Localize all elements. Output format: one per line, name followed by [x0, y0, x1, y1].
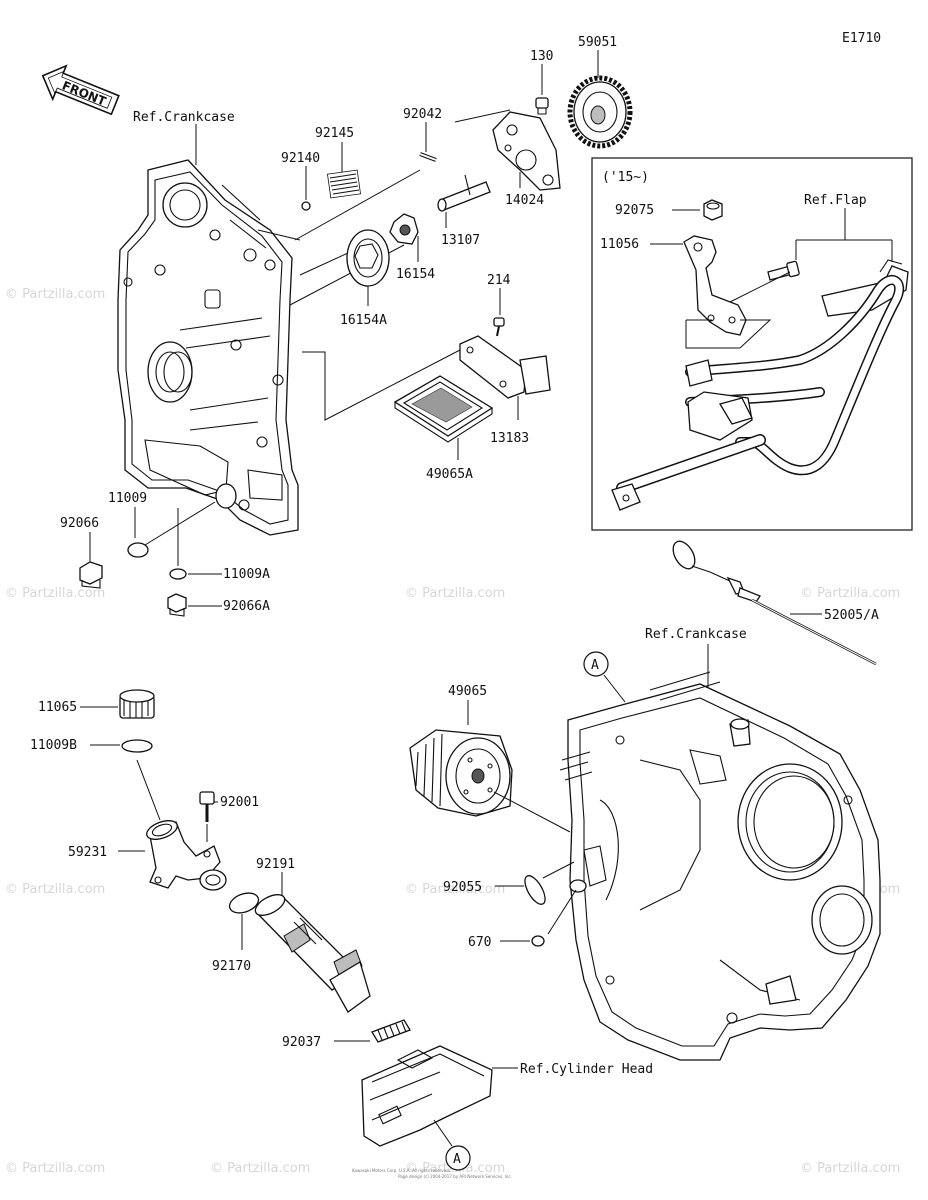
- nut-92075: [703, 199, 723, 221]
- flap-assembly: [611, 259, 909, 511]
- part-label-16154A: 16154A: [340, 313, 387, 328]
- strainer-49065A: [393, 375, 494, 443]
- filler-neck-59231: [146, 820, 227, 891]
- screw-214: [493, 317, 505, 337]
- callout-a-top-letter: A: [591, 658, 599, 673]
- plug-92066A: [167, 593, 187, 617]
- part-label-92055: 92055: [443, 880, 482, 895]
- part-label-92170: 92170: [212, 959, 251, 974]
- bolt-130: [535, 97, 549, 115]
- cylinder-head-ref: [361, 1045, 493, 1147]
- copyright-line-2: Page design (c) 2004-2017 by ARI Network…: [398, 1174, 512, 1179]
- watermark: © Partzilla.com: [800, 1161, 900, 1176]
- bracket-11056: [683, 235, 747, 336]
- ref-flap-label: Ref.Flap: [804, 193, 867, 208]
- watermark: © Partzilla.com: [5, 1161, 105, 1176]
- part-label-92042: 92042: [403, 107, 442, 122]
- callout-a-top: [583, 651, 609, 677]
- ball-92140: [301, 201, 311, 211]
- diagram-code: E1710: [842, 31, 881, 46]
- part-label-92001: 92001: [220, 795, 259, 810]
- part-label-52005A: 52005/A: [824, 608, 879, 623]
- part-label-59231: 59231: [68, 845, 107, 860]
- part-label-14024: 14024: [505, 193, 544, 208]
- watermark: © Partzilla.com: [210, 1161, 310, 1176]
- hose-92191: [254, 894, 371, 1013]
- part-label-92066A: 92066A: [223, 599, 270, 614]
- inset-label: ('15~): [602, 170, 649, 185]
- dipstick-52005: [672, 540, 877, 666]
- watermark: © Partzilla.com: [5, 287, 105, 302]
- bolt-flap: [767, 260, 800, 281]
- gear-59051: [567, 75, 633, 149]
- o-ring-92055: [524, 875, 546, 905]
- watermark: © Partzilla.com: [405, 882, 505, 897]
- part-label-11056: 11056: [600, 237, 639, 252]
- plug-92066: [79, 561, 103, 589]
- copyright-line-1: Kawasaki Motors Corp. U.S.A. All rights …: [352, 1168, 450, 1173]
- ref-cylinder-head-label: Ref.Cylinder Head: [520, 1062, 653, 1077]
- part-label-92140: 92140: [281, 151, 320, 166]
- crankcase-body: [559, 671, 881, 1061]
- part-label-13107: 13107: [441, 233, 480, 248]
- inset-box: [591, 157, 913, 531]
- outer-rotor-16154A: [346, 229, 390, 287]
- callout-a-bottom: [445, 1145, 471, 1171]
- washer-11009A: [169, 568, 187, 580]
- watermark: © Partzilla.com: [405, 586, 505, 601]
- plate-13183: [459, 335, 551, 399]
- part-label-130: 130: [530, 49, 553, 64]
- part-label-92145: 92145: [315, 126, 354, 141]
- part-label-11009: 11009: [108, 491, 147, 506]
- part-label-16154: 16154: [396, 267, 435, 282]
- pump-cover-14024: [492, 111, 561, 191]
- spring-92037: [371, 1019, 411, 1043]
- front-arrow-icon: FRONT: [41, 64, 120, 116]
- watermark: © Partzilla.com: [5, 882, 105, 897]
- washer-11009: [127, 542, 149, 558]
- oil-filter-49065: [409, 729, 513, 817]
- ref-crankcase-bottom-label: Ref.Crankcase: [645, 627, 747, 642]
- part-label-11009B: 11009B: [30, 738, 77, 753]
- inner-rotor-16154: [389, 213, 419, 245]
- part-label-11009A: 11009A: [223, 567, 270, 582]
- part-label-13183: 13183: [490, 431, 529, 446]
- ref-crankcase-top-label: Ref.Crankcase: [133, 110, 235, 125]
- clamp-92170: [228, 892, 260, 914]
- part-label-670: 670: [468, 935, 491, 950]
- pin-92042: [419, 152, 437, 162]
- part-label-214: 214: [487, 273, 511, 288]
- part-label-92075: 92075: [615, 203, 654, 218]
- part-label-92066: 92066: [60, 516, 99, 531]
- spring-92145: [327, 169, 361, 199]
- watermark: © Partzilla.com: [800, 586, 900, 601]
- gasket-11009B: [121, 739, 153, 753]
- part-label-11065: 11065: [38, 700, 77, 715]
- part-label-59051: 59051: [578, 35, 617, 50]
- part-label-92191: 92191: [256, 857, 295, 872]
- o-ring-670: [531, 935, 545, 947]
- watermark: © Partzilla.com: [5, 586, 105, 601]
- bolt-92001: [199, 791, 215, 822]
- shaft-13107: [437, 174, 491, 212]
- part-label-49065: 49065: [448, 684, 487, 699]
- callout-a-bottom-letter: A: [453, 1152, 461, 1167]
- cap-11065: [119, 689, 155, 719]
- part-label-92037: 92037: [282, 1035, 321, 1050]
- part-label-49065A: 49065A: [426, 467, 473, 482]
- crankcase-cover: [117, 159, 299, 536]
